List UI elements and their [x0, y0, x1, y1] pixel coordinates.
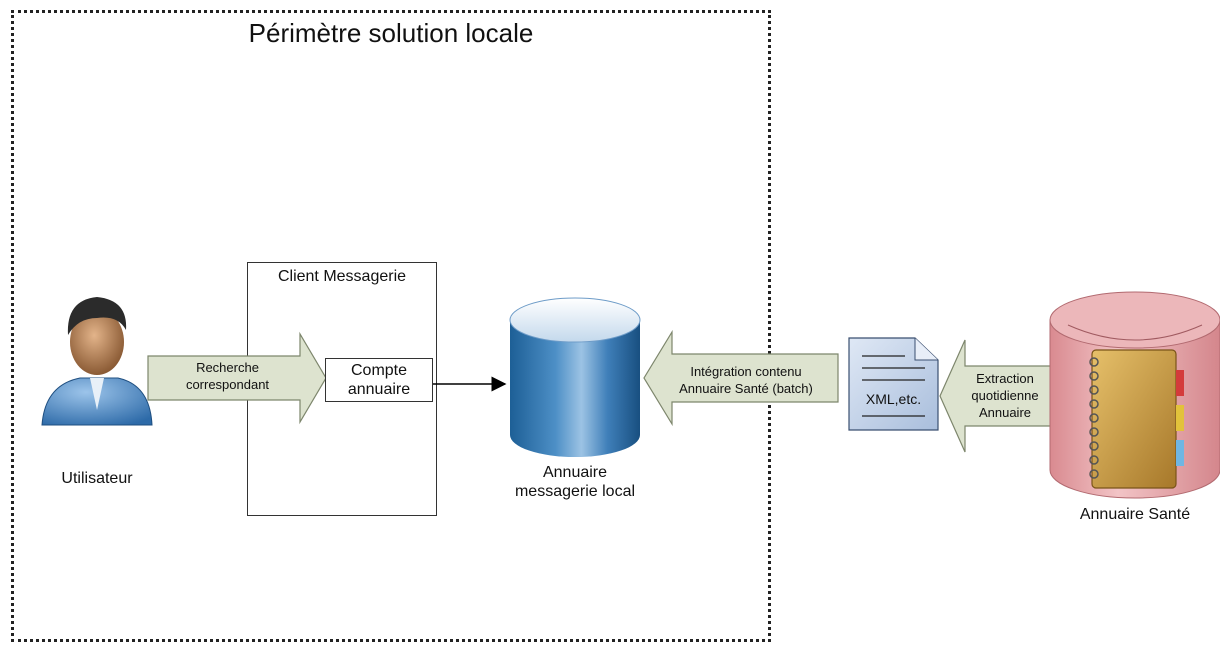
extraction-arrow-label: Extraction quotidienne Annuaire [971, 371, 1039, 420]
search-arrow-label: Recherche correspondant [185, 360, 270, 392]
perimeter-title: Périmètre solution locale [248, 18, 534, 48]
xml-document-label: XML,etc. [865, 391, 922, 407]
search-arrow [147, 331, 327, 425]
user-label: Utilisateur [61, 470, 133, 487]
extraction-arrow [939, 339, 1053, 453]
notebook-icon [1089, 349, 1184, 489]
xml-document-icon [848, 337, 939, 431]
local-directory-cylinder [509, 297, 641, 457]
directory-account-box: Compte annuaire [325, 358, 433, 402]
mail-client-title: Client Messagerie [277, 268, 407, 285]
integration-arrow-label: Intégration contenu Annuaire Santé (batc… [679, 364, 813, 396]
directory-account-label: Compte annuaire [347, 362, 411, 398]
local-directory-label: Annuaire messagerie local [514, 464, 636, 500]
sante-directory-label: Annuaire Santé [1079, 506, 1191, 523]
local-solution-perimeter [11, 10, 771, 642]
user-icon [41, 297, 153, 426]
integration-arrow [643, 329, 839, 427]
